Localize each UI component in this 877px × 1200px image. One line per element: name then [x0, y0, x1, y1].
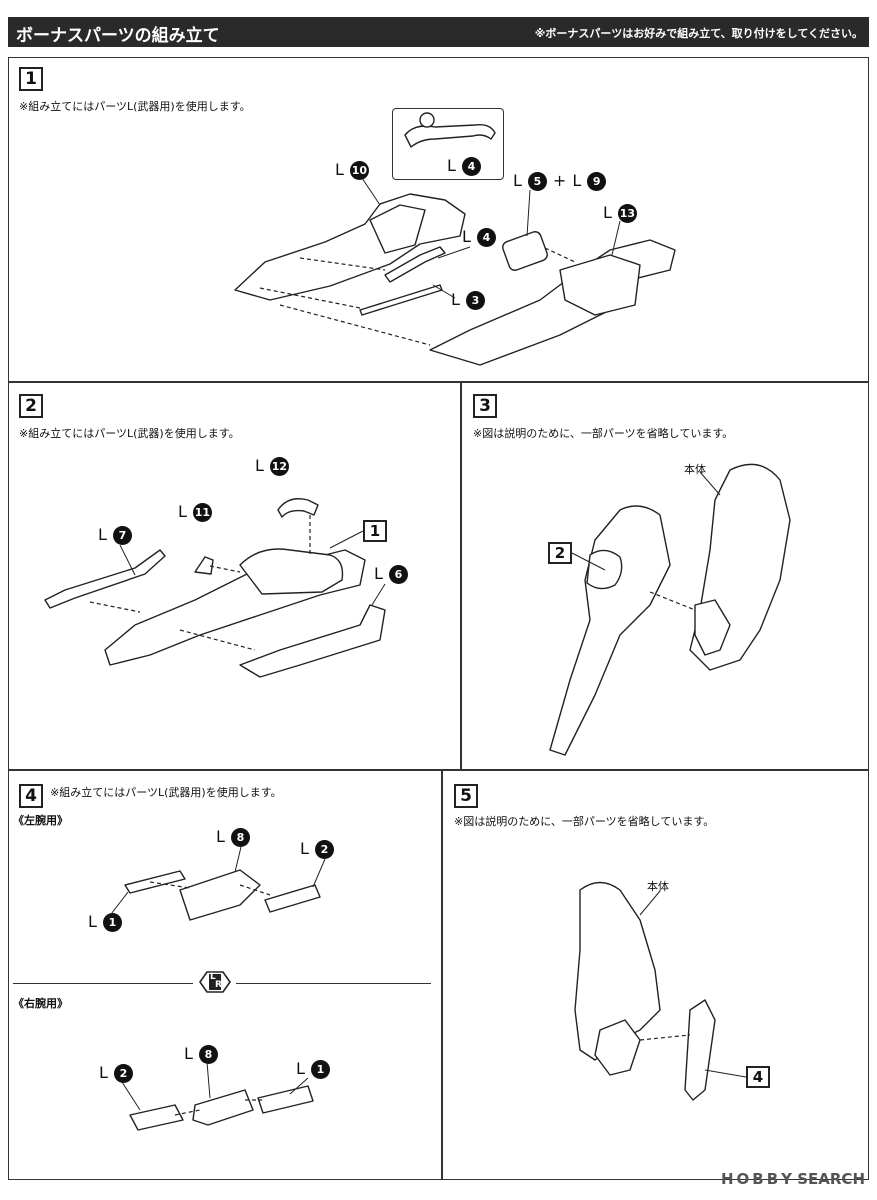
part-number-badge: 13 [617, 203, 637, 223]
watermark: H O B B Y SEARCH [720, 1170, 865, 1188]
step-5-panel [442, 770, 869, 1180]
step-2-ref-step-1: 1 [363, 520, 387, 542]
part-number-badge: 10 [349, 160, 369, 180]
step-4-divider-left [13, 983, 193, 984]
part-number-badge: 7 [112, 525, 132, 545]
part-number-badge: 8 [230, 827, 250, 847]
step-1-number: 1 [19, 67, 43, 91]
part-number-badge: 5 [527, 171, 547, 191]
lr-mark-r: R [215, 980, 222, 990]
step-3-note: ※図は説明のために、一部パーツを省略しています。 [473, 427, 734, 440]
lr-mark-l: L [210, 972, 216, 982]
step-4-divider-right [236, 983, 431, 984]
step-4-left-arm-label: 《左腕用》 [13, 814, 68, 827]
section-header-bar [8, 17, 869, 47]
part-number-badge: 6 [388, 564, 408, 584]
part-number-badge: 4 [476, 227, 496, 247]
step-2-number: 2 [19, 394, 43, 418]
step-5-note: ※図は説明のために、一部パーツを省略しています。 [454, 815, 715, 828]
part-number-badge: 8 [198, 1044, 218, 1064]
step-1-panel [8, 57, 869, 382]
part-number-badge: 9 [587, 171, 607, 191]
part-number-badge: 12 [269, 456, 289, 476]
step-5-body-label: 本体 [647, 880, 669, 893]
step-4-right-arm-label: 《右腕用》 [13, 997, 68, 1010]
step-3-panel [461, 382, 869, 770]
section-title: ボーナスパーツの組み立て [16, 26, 220, 46]
lr-mark-icon: L R [196, 969, 234, 995]
step-5-number: 5 [454, 784, 478, 808]
section-note: ※ボーナスパーツはお好みで組み立て、取り付けをしてください。 [534, 27, 863, 40]
step-4-number: 4 [19, 784, 43, 808]
part-number-badge: 1 [310, 1059, 330, 1079]
step-2-note: ※組み立てにはパーツL(武器)を使用します。 [19, 427, 240, 440]
part-number-badge: 2 [113, 1063, 133, 1083]
part-number-badge: 2 [314, 839, 334, 859]
step-1-inset-box [392, 108, 504, 180]
step-2-panel [8, 382, 461, 770]
step-4-panel [8, 770, 442, 1180]
part-number-badge: 3 [465, 290, 485, 310]
step-1-note: ※組み立てにはパーツL(武器用)を使用します。 [19, 100, 251, 113]
part-number-badge: 11 [192, 502, 212, 522]
step-3-number: 3 [473, 394, 497, 418]
step-4-note: ※組み立てにはパーツL(武器用)を使用します。 [50, 786, 282, 799]
part-number-badge: 4 [461, 156, 481, 176]
part-number-badge: 1 [102, 912, 122, 932]
step-3-ref-step-2: 2 [548, 542, 572, 564]
step-5-ref-step-4: 4 [746, 1066, 770, 1088]
